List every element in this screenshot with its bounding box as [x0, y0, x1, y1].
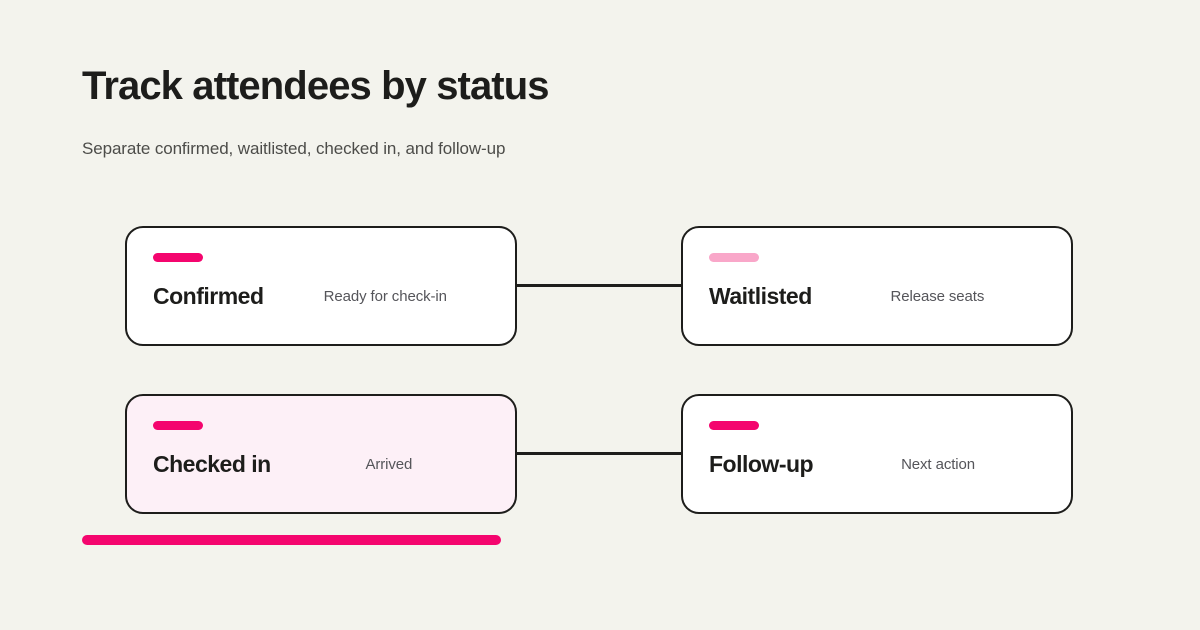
- connector-checkedin-to-followup: [517, 452, 681, 455]
- card-body: Checked in Arrived: [127, 444, 515, 484]
- status-card-waitlisted[interactable]: Waitlisted Release seats: [681, 226, 1073, 346]
- card-body: Follow-up Next action: [683, 444, 1071, 484]
- status-card-meta: Ready for check-in: [323, 287, 447, 305]
- status-card-meta: Release seats: [890, 287, 985, 305]
- status-card-title: Follow-up: [709, 450, 814, 477]
- status-card-title: Confirmed: [153, 282, 264, 309]
- status-card-title: Waitlisted: [709, 282, 812, 309]
- accent-bar-icon: [153, 421, 203, 430]
- status-card-follow-up[interactable]: Follow-up Next action: [681, 394, 1073, 514]
- status-card-meta: Next action: [901, 455, 975, 473]
- status-card-title: Checked in: [153, 450, 271, 477]
- page-subtitle: Separate confirmed, waitlisted, checked …: [82, 139, 506, 158]
- connector-confirmed-to-waitlisted: [517, 284, 681, 287]
- card-body: Confirmed Ready for check-in: [127, 276, 515, 316]
- footer-accent-rule: [82, 535, 501, 545]
- status-card-confirmed[interactable]: Confirmed Ready for check-in: [125, 226, 517, 346]
- accent-bar-icon: [709, 253, 759, 262]
- status-card-meta: Arrived: [365, 455, 413, 473]
- page-title: Track attendees by status: [82, 64, 550, 108]
- card-body: Waitlisted Release seats: [683, 276, 1071, 316]
- accent-bar-icon: [153, 253, 203, 262]
- status-card-checked-in[interactable]: Checked in Arrived: [125, 394, 517, 514]
- accent-bar-icon: [709, 421, 759, 430]
